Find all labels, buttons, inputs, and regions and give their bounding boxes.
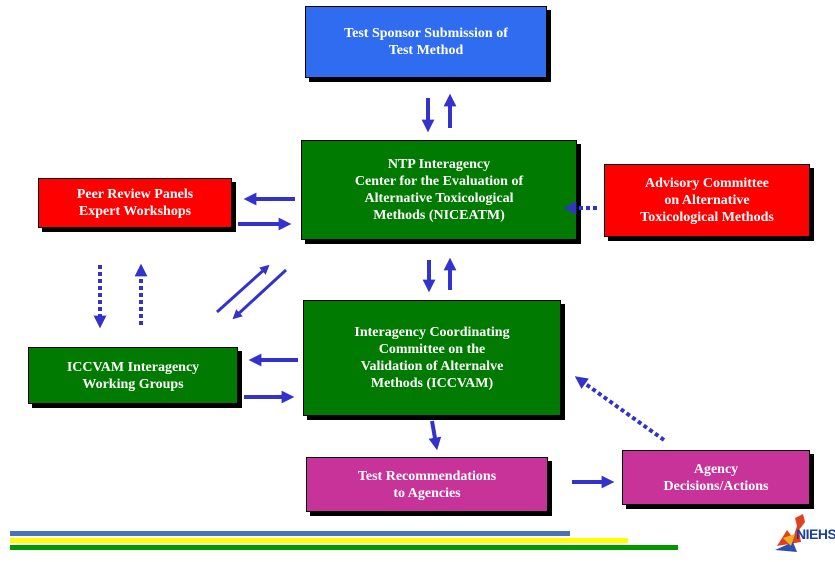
niceatm-box: NTP Interagency Center for the Evaluatio… [301, 140, 577, 240]
arrow-niceatm-to-working-groups [232, 268, 288, 320]
sponsor-submission-box: Test Sponsor Submission of Test Method [305, 6, 547, 78]
iccvam-box: Interagency Coordinating Committee on th… [303, 300, 561, 416]
arrow-iccvam-to-recommendations [428, 420, 442, 451]
footer-stripe-blue [10, 531, 570, 536]
niehs-logo-text: NIEHS [796, 526, 835, 542]
peer-review-box: Peer Review Panels Expert Workshops [38, 178, 232, 228]
recommendations-box: Test Recommendations to Agencies [306, 457, 548, 512]
working-groups-box: ICCVAM Interagency Working Groups [28, 347, 238, 404]
niehs-logo-icon [775, 514, 805, 552]
arrow-agency-to-iccvam [574, 376, 666, 442]
arrow-working-groups-to-niceatm [215, 264, 270, 314]
agency-decisions-box: Agency Decisions/Actions [622, 450, 810, 505]
advisory-committee-box: Advisory Committee on Alternative Toxico… [604, 164, 810, 237]
footer-stripe-yellow [10, 538, 628, 543]
footer-stripe-green [10, 545, 678, 550]
